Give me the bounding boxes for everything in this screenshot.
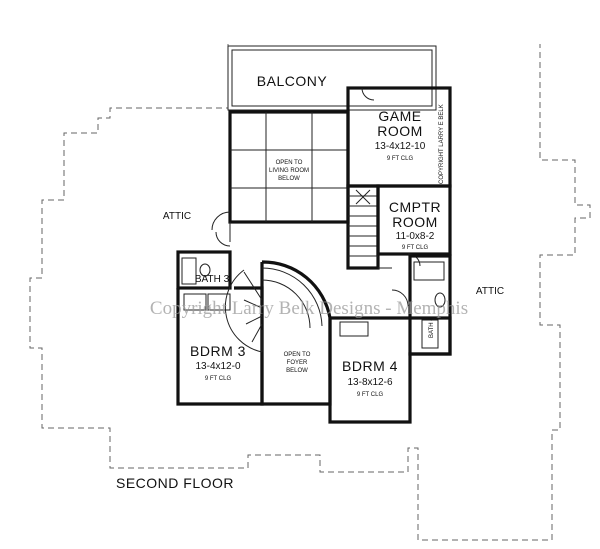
computer-room-name-1: CMPTR — [389, 199, 441, 215]
bedroom-4-walls — [328, 316, 452, 424]
bedroom-4-name: BDRM 4 — [342, 358, 398, 374]
open-living-line-1: OPEN TO — [276, 160, 303, 166]
balcony-railing — [227, 45, 437, 111]
bedroom-3-name: BDRM 3 — [190, 343, 246, 359]
game-room-ceiling: 9 FT CLG — [387, 156, 414, 162]
bedroom-3-ceiling: 9 FT CLG — [205, 376, 232, 382]
computer-room-ceiling: 9 FT CLG — [402, 245, 429, 251]
bath-4-label: BATH 4 — [429, 317, 435, 338]
bedroom-4-ceiling: 9 FT CLG — [357, 392, 384, 398]
foyer-and-spiral-stair — [224, 260, 332, 406]
computer-room-dims: 11-0x8-2 — [396, 231, 435, 242]
straight-stair — [346, 184, 380, 270]
computer-room-name-2: ROOM — [392, 214, 438, 230]
game-room-name-1: GAME — [378, 108, 421, 124]
bath-3-label: BATH 3 — [195, 274, 230, 285]
bath-3-walls — [176, 231, 232, 290]
game-room-name-2: ROOM — [377, 123, 423, 139]
bedroom-3-dims: 13-4x12-0 — [195, 361, 240, 372]
attic-left-label: ATTIC — [163, 211, 191, 222]
attic-right-label: ATTIC — [476, 286, 504, 297]
open-living-line-2: LIVING ROOM — [269, 168, 309, 174]
open-foyer-line-3: BELOW — [286, 368, 308, 374]
hall-doors — [211, 211, 409, 307]
copyright-vertical: COPYRIGHT LARRY E BELK — [439, 104, 445, 184]
balcony-label: BALCONY — [257, 73, 328, 89]
bedroom-4-dims: 13-8x12-6 — [347, 377, 392, 388]
open-living-area — [228, 110, 350, 224]
open-living-line-3: BELOW — [278, 176, 300, 182]
game-room-dims: 13-4x12-10 — [375, 141, 426, 152]
floor-label: SECOND FLOOR — [116, 475, 234, 491]
roof-outline — [29, 44, 591, 541]
watermark: Copyright Larry Belk Designs - Memphis — [150, 298, 468, 319]
open-foyer-line-1: OPEN TO — [284, 352, 311, 358]
open-foyer-line-2: FOYER — [287, 360, 308, 366]
